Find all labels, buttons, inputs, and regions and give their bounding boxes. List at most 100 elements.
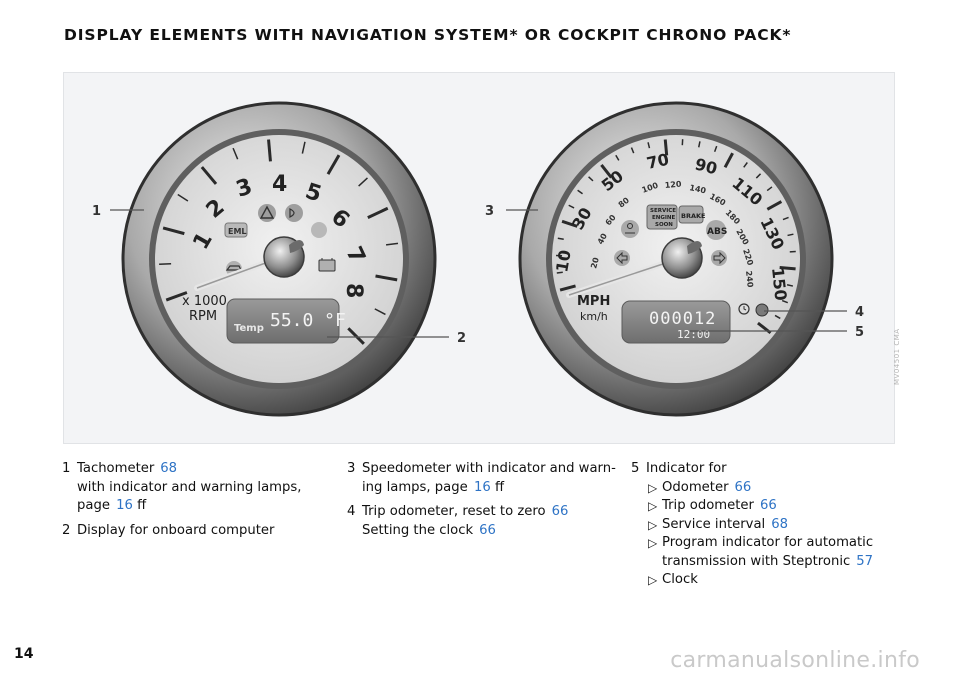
dial-tick: [630, 147, 635, 154]
callout-1: 1: [92, 204, 101, 219]
mph-numeral: 90: [693, 154, 719, 178]
tach-numeral: 3: [233, 174, 255, 203]
dial-tick: [787, 233, 794, 237]
display-label: Temp: [234, 323, 264, 334]
instrument-cluster-figure: 1 2 3 4 5 6 7 8 EML: [63, 72, 895, 444]
display-value: 55.0 °F: [270, 310, 346, 331]
dial-tick: [766, 186, 773, 192]
dial-tick: [374, 308, 386, 316]
odometer-value: 000012: [649, 309, 716, 329]
rpm-unit-bottom: RPM: [189, 309, 217, 324]
dial-tick: [723, 152, 734, 169]
turn-right-arrow-icon: [711, 250, 727, 266]
callout-lines: [110, 209, 847, 338]
clock-value: 12:00: [677, 328, 710, 341]
dial-tick: [697, 141, 701, 148]
dial-tick: [177, 193, 189, 202]
odometer-display: [621, 300, 731, 344]
kmh-unit: km/h: [580, 310, 608, 323]
dial-tick: [375, 274, 398, 282]
warning-triangle-icon: [258, 204, 276, 222]
callout-3: 3: [485, 204, 494, 219]
legend-item-2: 2 Display for onboard computer: [62, 522, 275, 538]
legend-column-2: 3 Speedometer with indicator and warn- i…: [347, 460, 617, 546]
legend-subitem: ▷Clock: [646, 571, 931, 590]
svg-text:SERVICE: SERVICE: [650, 208, 676, 214]
dial-tick: [200, 166, 218, 185]
dial-tick: [774, 314, 781, 320]
dial-tick: [165, 291, 188, 302]
battery-icon: [318, 258, 336, 272]
bullet-triangle-icon: ▷: [648, 573, 658, 587]
turn-left-arrow-icon: [614, 250, 630, 266]
image-id: MV04501 CMA: [893, 328, 901, 385]
brake-lamp: BRAKE: [678, 205, 705, 224]
dial-tick: [358, 177, 368, 187]
dial-tick: [647, 142, 651, 149]
dial-tick: [588, 176, 594, 182]
mph-numeral: 10: [552, 248, 575, 273]
tach-numeral: 4: [272, 172, 287, 197]
dial-tick: [367, 206, 389, 219]
dial-tick: [743, 162, 748, 168]
dial-tick: [568, 204, 575, 209]
abs-lamp: ABS: [706, 220, 727, 240]
callout-5: 5: [855, 325, 864, 340]
bullet-triangle-icon: ▷: [648, 499, 658, 513]
page-ref-link[interactable]: 66: [551, 504, 569, 519]
svg-text:ABS: ABS: [707, 227, 727, 237]
service-clock-icon: [738, 303, 750, 315]
page-ref-link[interactable]: 57: [856, 553, 874, 569]
page-ref-link[interactable]: 66: [734, 479, 752, 495]
dial-tick: [162, 226, 185, 236]
eml-lamp: EML: [224, 222, 248, 238]
page-ref-link[interactable]: 66: [759, 498, 777, 513]
svg-text:EML: EML: [228, 227, 247, 236]
page-ref-link[interactable]: 16: [116, 498, 133, 513]
dial-tick: [779, 266, 796, 271]
dial-tick: [782, 216, 789, 221]
kmh-numeral: 20: [589, 256, 601, 270]
dial-tick: [786, 283, 794, 287]
dial-tick: [755, 173, 762, 179]
dial-tick: [301, 141, 306, 154]
page-title: DISPLAY ELEMENTS WITH NAVIGATION SYSTEM*…: [64, 26, 792, 44]
page-ref-link[interactable]: 68: [160, 461, 178, 476]
page-number: 14: [14, 646, 34, 662]
mph-numeral: 150: [768, 266, 790, 301]
kmh-numeral: 240: [744, 270, 755, 288]
dial-tick: [781, 299, 789, 304]
dial-tick: [556, 271, 563, 274]
fog-lamp-icon: [285, 204, 303, 222]
dial-tick: [713, 145, 718, 153]
dial-tick: [385, 242, 399, 246]
page-ref-link[interactable]: 68: [771, 516, 788, 532]
dial-tick: [577, 189, 583, 195]
tachometer: 1 2 3 4 5 6 7 8 EML: [121, 101, 437, 417]
page-ref-link[interactable]: 66: [479, 522, 496, 538]
kmh-numeral: 140: [689, 183, 708, 195]
bullet-triangle-icon: ▷: [648, 536, 658, 550]
tach-numeral: 5: [302, 179, 324, 208]
speedometer: 10 30 50 70 90 110 130 150 20 40 60 80 1…: [518, 101, 834, 417]
page-ref-link[interactable]: 16: [473, 479, 491, 495]
airbag-icon: [621, 220, 639, 238]
dial-tick: [559, 284, 576, 292]
watermark: carmanualsonline.info: [670, 648, 920, 673]
svg-text:SOON: SOON: [655, 222, 673, 228]
dial-tick: [766, 200, 783, 211]
instrument-cluster-illustration: 1 2 3 4 5 6 7 8 EML: [92, 101, 864, 417]
dial-tick: [159, 262, 172, 265]
tachometer-ticks: [159, 139, 399, 345]
rpm-unit-top: x 1000: [182, 294, 227, 309]
bullet-triangle-icon: ▷: [648, 517, 658, 532]
kmh-numeral: 120: [664, 180, 682, 190]
